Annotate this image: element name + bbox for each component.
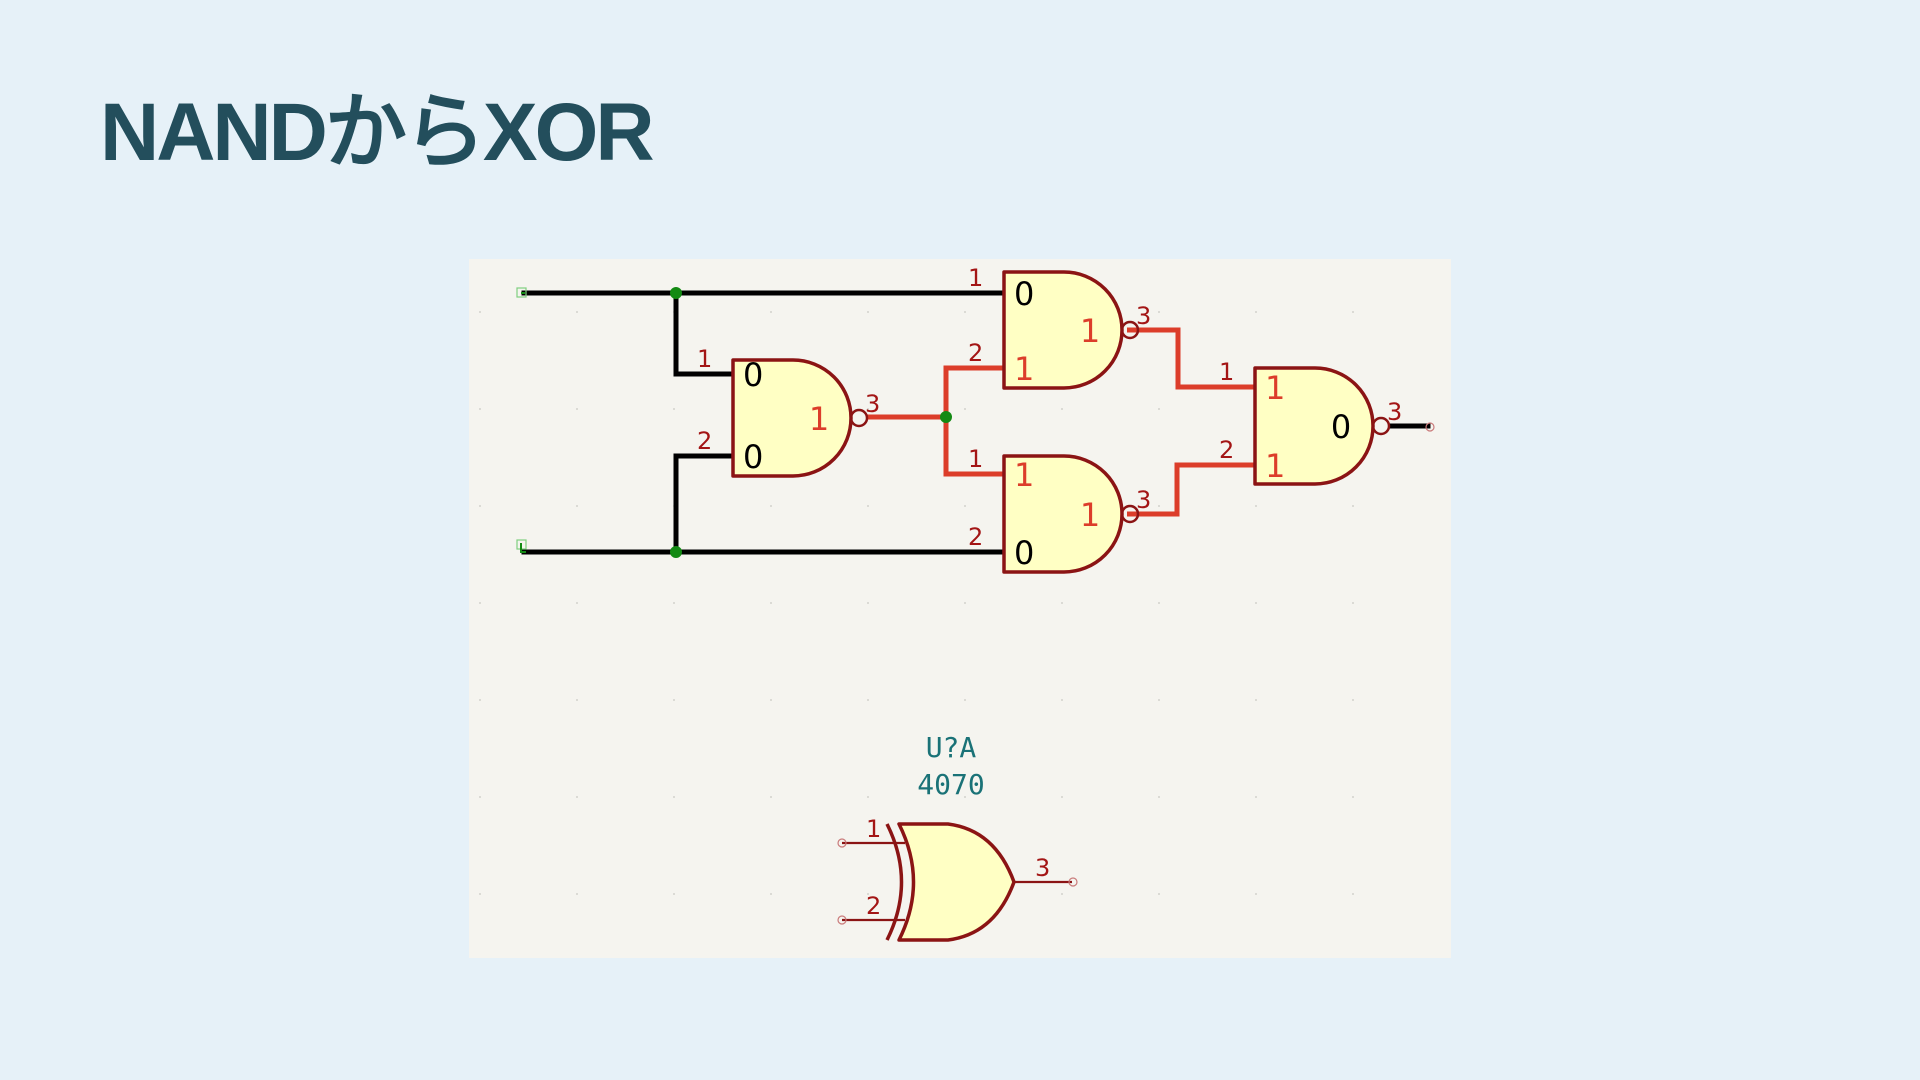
output-logic-value: 1 xyxy=(1080,496,1100,534)
pin-number: 3 xyxy=(1387,398,1402,426)
pin-number: 3 xyxy=(865,390,880,418)
wire-nand3-to-nand4[interactable] xyxy=(1127,462,1255,517)
wire-a-to-nand1[interactable] xyxy=(673,290,736,377)
pin-number: 1 xyxy=(968,264,983,292)
pin-number: 2 xyxy=(968,523,983,551)
xor-pin-2-label: 2 xyxy=(866,892,881,920)
junction-dot xyxy=(940,411,952,423)
inversion-bubble xyxy=(849,408,869,428)
pin-number: 3 xyxy=(1136,302,1151,330)
pin-number: 2 xyxy=(697,427,712,455)
input-logic-value: 0 xyxy=(743,356,763,394)
pin-number: 1 xyxy=(697,345,712,373)
pin-number: 3 xyxy=(1136,486,1151,514)
output-logic-value: 1 xyxy=(809,400,829,438)
input-logic-value: 1 xyxy=(1265,447,1285,485)
nand-gate-1[interactable]: 1 2 3 0 0 1 xyxy=(697,345,880,478)
xor-extra-arc xyxy=(885,823,904,941)
page-title: NANDからXOR xyxy=(100,87,655,178)
input-logic-value: 0 xyxy=(1014,534,1034,572)
pin-number: 1 xyxy=(968,445,983,473)
wire-nand2-to-nand4[interactable] xyxy=(1127,327,1255,390)
pin-number: 2 xyxy=(1219,436,1234,464)
input-logic-value: 0 xyxy=(1014,275,1034,313)
nand-gate-2[interactable]: 1 2 3 0 1 1 xyxy=(968,264,1151,390)
output-logic-value: 1 xyxy=(1080,312,1100,350)
xor-body xyxy=(897,822,1016,942)
junction-dot xyxy=(670,287,682,299)
input-logic-value: 1 xyxy=(1014,456,1034,494)
xor-symbol[interactable]: U?A 4070 1 2 3 xyxy=(837,731,1078,942)
nand-gate-3[interactable]: 1 2 3 1 0 1 xyxy=(968,445,1151,574)
symbol-reference: U?A xyxy=(926,731,977,764)
pin-number: 2 xyxy=(968,339,983,367)
inversion-bubble xyxy=(1120,504,1140,524)
wire-b-to-nand1[interactable] xyxy=(673,453,736,555)
xor-pin-3-label: 3 xyxy=(1035,854,1050,882)
input-terminal-a[interactable] xyxy=(516,287,527,298)
pin-number: 1 xyxy=(1219,358,1234,386)
junction-dot xyxy=(670,546,682,558)
input-logic-value: 0 xyxy=(743,438,763,476)
inversion-bubble xyxy=(1120,320,1140,340)
output-logic-value: 0 xyxy=(1331,408,1351,446)
symbol-value: 4070 xyxy=(917,768,984,801)
inversion-bubble xyxy=(1371,416,1391,436)
xor-pin-1-label: 1 xyxy=(866,815,881,843)
grid-dots xyxy=(479,311,1354,895)
input-logic-value: 1 xyxy=(1265,369,1285,407)
low-wires xyxy=(521,290,1431,555)
nand-gate-4[interactable]: 1 2 3 1 1 0 xyxy=(1219,358,1402,486)
output-terminal[interactable] xyxy=(1425,422,1435,432)
input-logic-value: 1 xyxy=(1014,350,1034,388)
